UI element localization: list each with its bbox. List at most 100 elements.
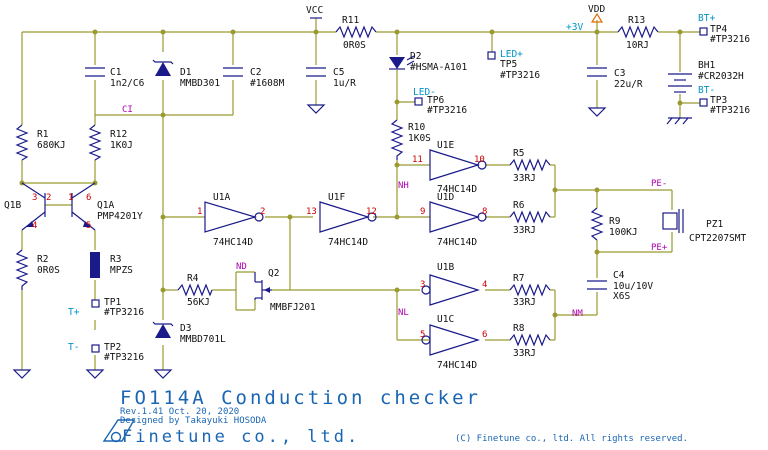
led-d2 — [389, 55, 415, 70]
resistor-r5 — [509, 158, 551, 172]
u1d-pin8: 8 — [482, 207, 487, 217]
r6-ref: R6 — [513, 200, 525, 211]
tp1-ref: TP1 — [104, 297, 121, 308]
company-name: Finetune co., ltd. — [122, 427, 360, 447]
u1a-pin1: 1 — [197, 207, 202, 217]
r1-ref: R1 — [37, 129, 49, 140]
r1-value: 680KJ — [37, 140, 66, 151]
u1a-pin2: 2 — [260, 207, 265, 217]
resistor-r2 — [15, 249, 29, 290]
d1-ref: D1 — [180, 67, 192, 78]
net-led-minus: LED- — [413, 87, 436, 98]
r2-ref: R2 — [37, 254, 48, 265]
q1a-pin5: 5 — [86, 221, 91, 231]
piezo-pz1 — [662, 209, 684, 233]
u1f-value: 74HC14D — [328, 237, 368, 248]
r7-ref: R7 — [513, 273, 524, 284]
finetune-logo-icon — [102, 419, 136, 443]
c4-value2: X6S — [613, 291, 630, 302]
resistor-r12 — [88, 124, 102, 161]
net-nl: NL — [398, 308, 409, 318]
cap-c5 — [306, 67, 326, 77]
r9-ref: R9 — [609, 216, 621, 227]
r9-value: 100KJ — [609, 227, 638, 238]
r13-ref: R13 — [628, 15, 645, 26]
resistor-r7 — [509, 283, 551, 297]
tp4-ref: TP4 — [710, 24, 727, 35]
inverter-u1d — [429, 201, 487, 233]
net-pe-minus: PE- — [651, 179, 667, 189]
c4-ref: C4 — [613, 270, 625, 281]
q1b-ref: Q1B — [4, 200, 21, 211]
inverter-u1a — [204, 201, 264, 233]
u1c-ref: U1C — [437, 314, 454, 325]
c2-value: #1608M — [250, 78, 285, 89]
tp1-value: #TP3216 — [104, 307, 144, 318]
u1f-pin12: 12 — [366, 207, 377, 217]
d2-ref: D2 — [410, 51, 421, 62]
tp5-ref: TP5 — [500, 59, 517, 70]
u1b-pin3: 3 — [420, 280, 425, 290]
net-t-plus: T+ — [68, 307, 80, 318]
r10-value: 1K0S — [408, 133, 431, 144]
vdd-marker-icon — [590, 12, 604, 23]
r5-ref: R5 — [513, 148, 524, 159]
u1e-value: 74HC14D — [437, 184, 477, 195]
resistor-r1 — [15, 124, 29, 161]
r10-ref: R10 — [408, 122, 425, 133]
tp-tp4 — [699, 27, 708, 36]
net-nh: NH — [398, 181, 409, 191]
u1b-pin4: 4 — [482, 280, 487, 290]
r12-ref: R12 — [110, 129, 127, 140]
q2-ref: Q2 — [268, 268, 279, 279]
u1d-ref: U1D — [437, 192, 454, 203]
c3-ref: C3 — [614, 68, 625, 79]
u1f-ref: U1F — [328, 192, 345, 203]
r11-ref: R11 — [342, 15, 359, 26]
vcc-label: VCC — [306, 5, 323, 16]
vdd-label: VDD — [588, 4, 605, 15]
tp-tp3 — [699, 98, 708, 107]
q1a-ref: Q1A — [97, 200, 114, 211]
q1b-pin4: 4 — [32, 221, 37, 231]
pz1-value: CPT2207SMT — [689, 233, 746, 244]
inverter-u1f — [319, 201, 377, 233]
battery-bh1 — [668, 73, 692, 93]
q1b-pin2: 2 — [46, 193, 51, 203]
net-ci: CI — [122, 105, 133, 115]
diode-d3 — [152, 321, 174, 338]
tp-tp1 — [91, 299, 100, 308]
inductor-r3 — [90, 252, 100, 278]
c5-ref: C5 — [333, 67, 344, 78]
tp-tp6 — [414, 97, 423, 106]
r11-value: 0R0S — [343, 40, 366, 51]
bh1-ref: BH1 — [698, 60, 715, 71]
u1f-pin13: 13 — [306, 207, 317, 217]
junctions — [19, 29, 683, 318]
schematic-title: FO114A Conduction checker — [120, 387, 481, 409]
net-pe-plus: PE+ — [651, 243, 668, 253]
u1c-value: 74HC14D — [437, 360, 477, 371]
cap-c1 — [85, 67, 105, 77]
u1e-ref: U1E — [437, 140, 454, 151]
c1-value: 1n2/C6 — [110, 78, 145, 89]
r4-ref: R4 — [187, 273, 199, 284]
tp-tp5 — [487, 51, 496, 60]
d3-ref: D3 — [180, 323, 191, 334]
transistor-q1b — [21, 182, 46, 231]
d3-value: MMBD701L — [180, 334, 226, 345]
u1d-value: 74HC14D — [437, 237, 477, 248]
inverter-u1c — [421, 324, 481, 356]
r7-value: 33RJ — [513, 297, 536, 308]
q1a-pin1: 1 — [68, 193, 73, 203]
resistor-r6 — [509, 210, 551, 224]
designer-text: Designed by Takayuki HOSODA — [120, 416, 267, 426]
resistor-r11 — [335, 25, 377, 39]
net-bt-plus: BT+ — [698, 13, 715, 24]
d2-value: #HSMA-A101 — [410, 62, 467, 73]
q1a-value: PMP4201Y — [97, 211, 143, 222]
c5-value: 1u/R — [333, 78, 356, 89]
transistor-q1a — [71, 182, 96, 231]
u1e-pin11: 11 — [412, 155, 423, 165]
